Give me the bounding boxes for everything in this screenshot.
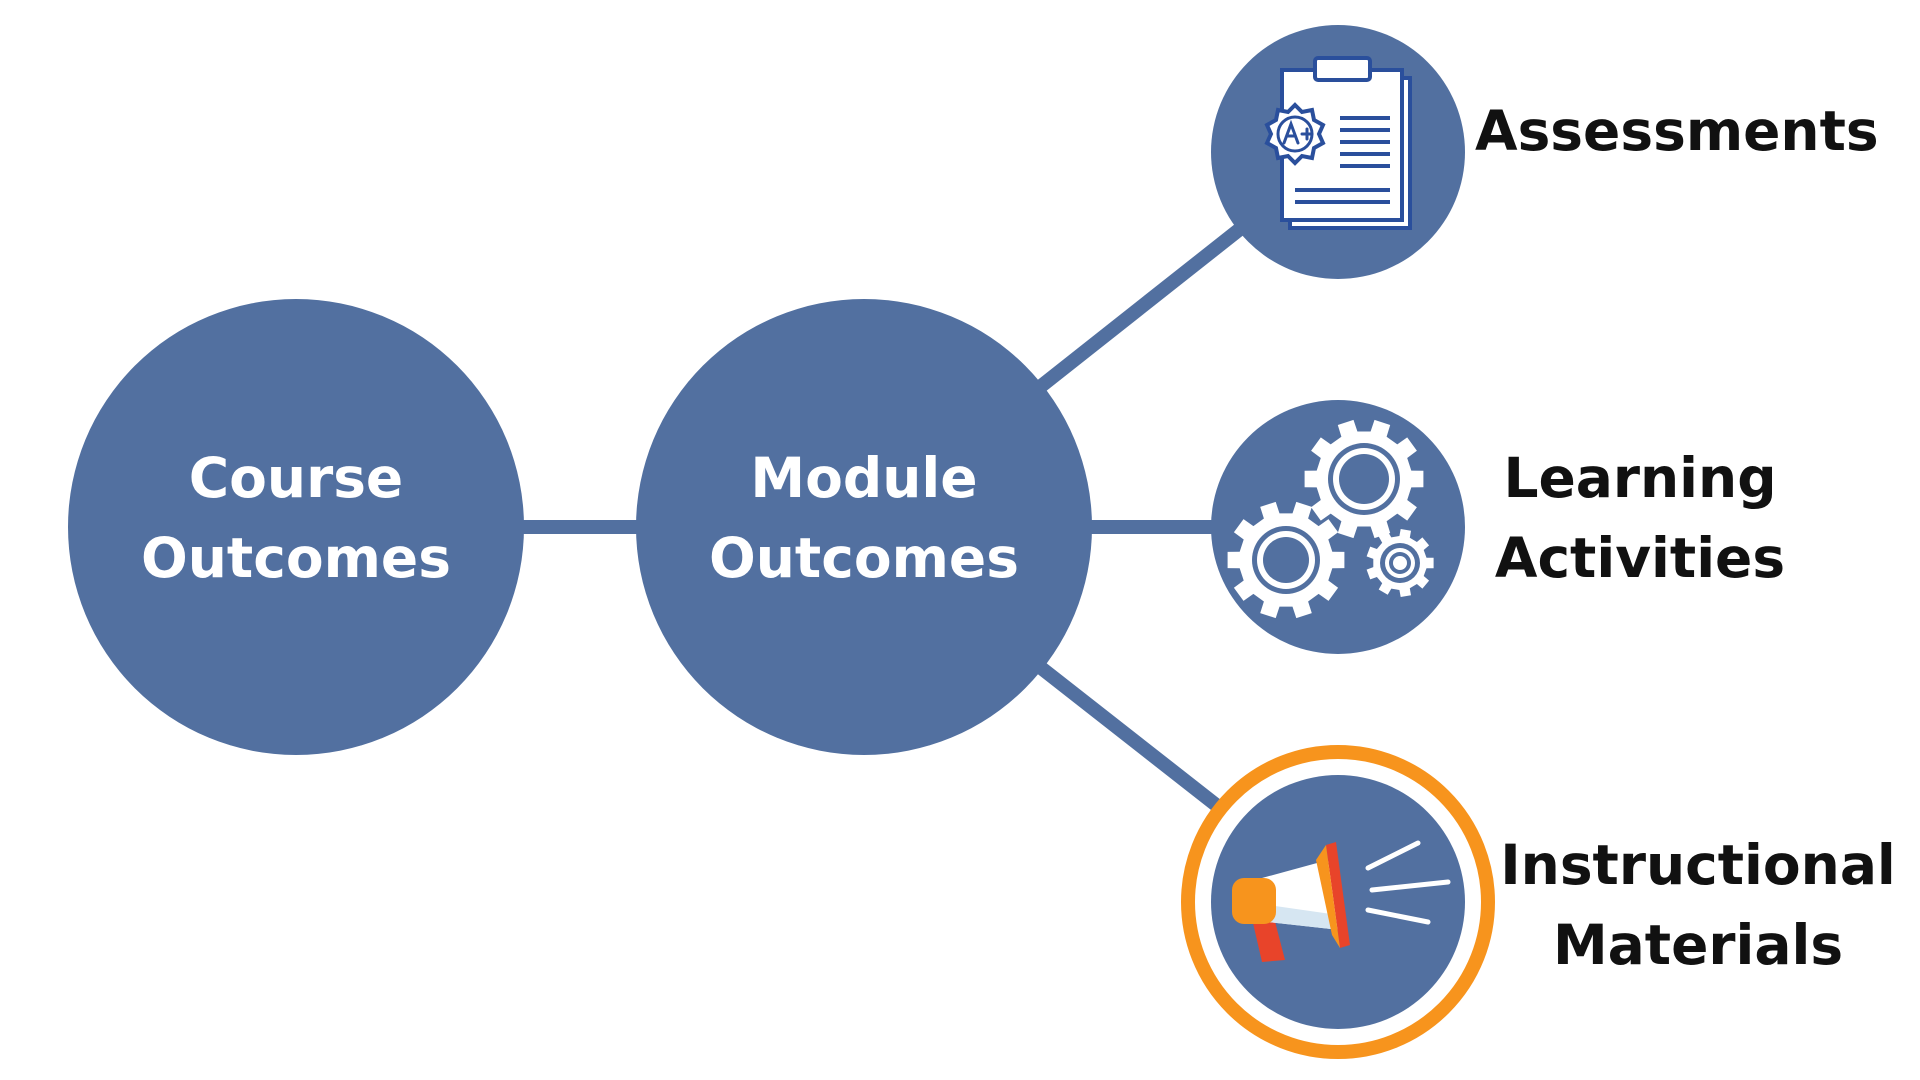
module-outcomes-label-line2: Outcomes <box>709 526 1019 590</box>
highlight-ring <box>1181 745 1495 1059</box>
instructional-materials-node <box>1181 745 1495 1059</box>
module-outcomes-node: Module Outcomes <box>636 299 1092 755</box>
gear-medium <box>1227 501 1345 619</box>
assessments-node <box>1211 25 1465 279</box>
gears-icon <box>1227 419 1434 619</box>
module-outcomes-label-line1: Module <box>750 446 977 510</box>
learning-activities-label-line1: Learning <box>1503 446 1776 510</box>
connector-module-assessments <box>1035 219 1250 393</box>
assessments-label: Assessments <box>1475 99 1879 163</box>
course-outcomes-label-line1: Course <box>189 446 403 510</box>
instructional-materials-label-line2: Materials <box>1553 913 1843 977</box>
clipboard-grade-icon <box>1264 56 1412 230</box>
instructional-materials-label-line1: Instructional <box>1500 833 1896 897</box>
learning-activities-node <box>1211 400 1465 654</box>
megaphone-icon <box>1232 840 1451 962</box>
learning-activities-label-line2: Activities <box>1495 526 1785 590</box>
course-outcomes-node: Course Outcomes <box>68 299 524 755</box>
gear-small <box>1366 529 1434 597</box>
gear-large <box>1304 419 1424 539</box>
course-outcomes-label-line2: Outcomes <box>141 526 451 590</box>
connector-module-materials <box>1035 661 1230 818</box>
